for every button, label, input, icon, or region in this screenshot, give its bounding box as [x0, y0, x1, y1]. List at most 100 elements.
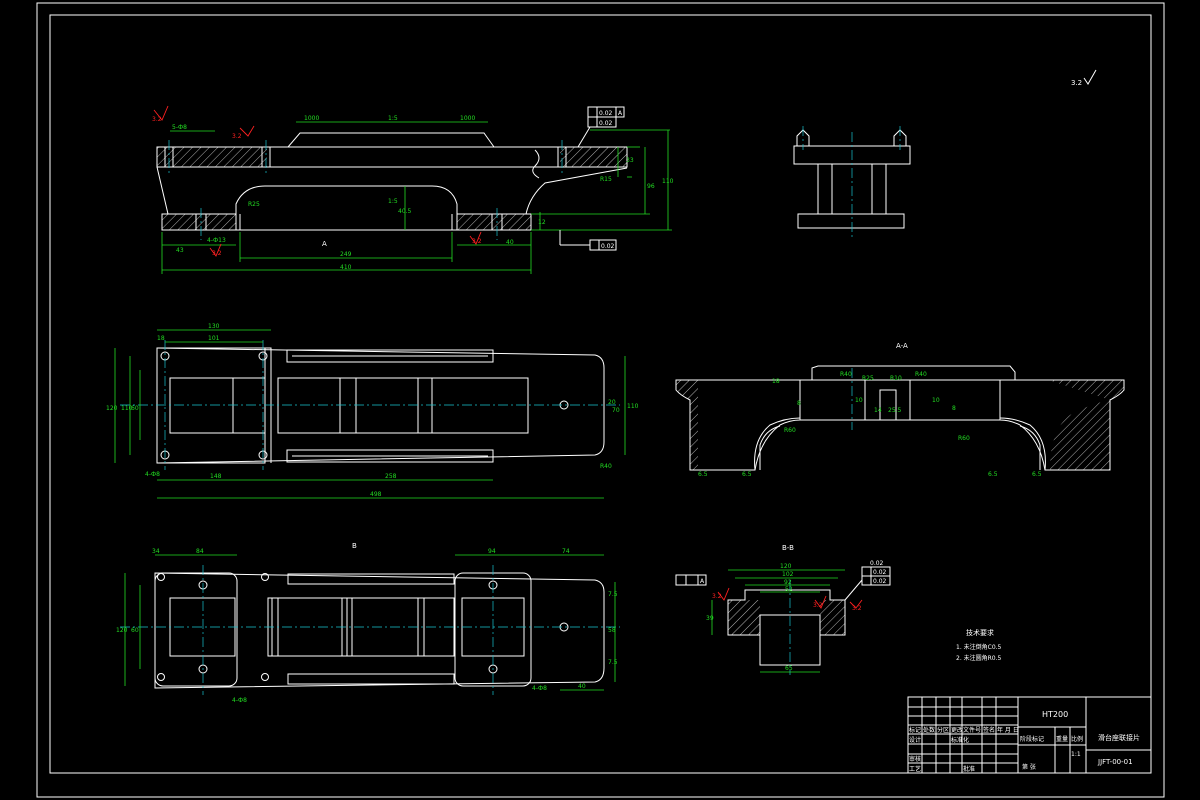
roughness-note-value: 3.2: [1071, 79, 1082, 87]
dim-r60-left: R60: [784, 427, 796, 434]
dim-60-bottom: 60: [131, 627, 139, 634]
gdt-bb-ref: A: [700, 578, 705, 585]
roughness-4: 3.2: [472, 238, 482, 245]
dim-6-5-left: 6.5: [698, 471, 708, 478]
outer-frame: [36, 2, 1165, 798]
dim-r-right: R15: [600, 176, 612, 183]
tb-sign: 签名: [983, 726, 995, 734]
dim-102-bb: 102: [782, 571, 794, 578]
gdt-frame-bb-left: A: [675, 574, 707, 586]
dim-10-right: 10: [932, 397, 940, 404]
tb-weight: 重量: [1056, 735, 1068, 743]
gdt-flat-value: 0.02: [599, 110, 613, 117]
tb-scale-value: 1:1: [1071, 751, 1081, 758]
dim-40: 40: [578, 683, 586, 690]
tb-count: 处数: [923, 726, 935, 734]
dim-120-bb: 120: [780, 563, 792, 570]
notes-heading: 技术要求: [966, 628, 994, 637]
dim-65-bb: 65: [785, 665, 793, 672]
dim-110: 110: [121, 405, 133, 412]
dim-8-left: 8: [797, 400, 801, 407]
bottom-view-label: B: [352, 542, 357, 550]
bottom-view: B 34 84 94 74: [116, 542, 620, 704]
dim-130: 130: [208, 323, 220, 330]
tb-stage: 阶段标记: [1020, 735, 1044, 743]
dim-hole-right: 4-Ф8: [532, 685, 547, 692]
dim-8-right: 8: [952, 405, 956, 412]
bb-roughness-2: 3.2: [813, 602, 823, 609]
dim-mid-small: 1:5: [388, 198, 398, 205]
tb-ratio: 比例: [1071, 735, 1083, 743]
roughness-2: 3.2: [232, 133, 242, 140]
notes-item-2: 2. 未注圆角R0.5: [956, 654, 1002, 662]
dim-34: 34: [152, 548, 160, 555]
dim-upper-mid: 1:5: [388, 115, 398, 122]
dim-110-right: 110: [627, 403, 639, 410]
dim-18: 18: [157, 335, 165, 342]
dim-r25: R25: [862, 375, 874, 382]
notes-item-1: 1. 未注倒角C0.5: [956, 643, 1002, 651]
top-view: 130 101 18 120 110 60 20 70 4-Ф8 148 258…: [106, 323, 639, 499]
section-aa-title: A-A: [896, 342, 908, 350]
dim-top-right: 1000: [460, 115, 475, 122]
dim-75-bottom: 7.5: [608, 659, 618, 666]
bb-roughness-1: 3.2: [712, 593, 722, 600]
dim-right-foot: 40: [506, 239, 514, 246]
bb-roughness-3: 3.2: [852, 605, 862, 612]
dim-overall: 410: [340, 264, 352, 271]
gdt-bb-label: 0.02: [870, 560, 884, 567]
tb-process: 工艺: [909, 765, 921, 773]
dim-39-bb: 39: [706, 615, 714, 622]
general-roughness-note: 3.2: [1071, 69, 1097, 87]
gdt-bottom-value: 0.02: [601, 243, 615, 250]
dim-60: 60: [131, 405, 139, 412]
dim-r60-right: R60: [958, 435, 970, 442]
tb-change: 更改文件号: [951, 726, 981, 734]
section-aa: A-A 18 R40 R40 R25 R10 10 10 8 8 14 25.5…: [675, 342, 1125, 478]
roughness-1: 3.2: [152, 116, 162, 123]
dim-148: 148: [210, 473, 222, 480]
dim-84: 84: [196, 548, 204, 555]
dim-r40-right: R40: [915, 371, 927, 378]
section-bb-title: B-B: [782, 544, 794, 552]
dim-75-top: 7.5: [608, 591, 618, 598]
dim-hole: 4-Ф8: [145, 471, 160, 478]
gdt-par-value: 0.02: [599, 120, 613, 127]
dim-height-mid: 96: [647, 183, 655, 190]
tb-approve: 批准: [963, 765, 975, 773]
dim-52-bb: 52: [785, 586, 793, 593]
dim-r-left: R25: [248, 201, 260, 208]
dim-101: 101: [208, 335, 220, 342]
dim-25-5: 25.5: [888, 407, 902, 414]
dim-10-left: 10: [855, 397, 863, 404]
tb-zone: 分区: [937, 726, 949, 734]
tb-sheet: 第 张: [1022, 763, 1036, 771]
dim-6-5-bl: 6.5: [742, 471, 752, 478]
dim-6-5-right: 6.5: [1032, 471, 1042, 478]
dim-hole-left: 4-Ф8: [232, 697, 247, 704]
dim-r10: R10: [890, 375, 902, 382]
dim-left-foot: 43: [176, 247, 184, 254]
tb-mark: 标记: [909, 726, 921, 734]
dim-right-chamfer: 12: [538, 219, 546, 226]
dim-92-bb: 92: [784, 579, 792, 586]
inner-frame: [49, 14, 1152, 774]
dim-height-total: 110: [662, 178, 674, 185]
dim-120-bottom: 120: [116, 627, 128, 634]
dim-inner: 249: [340, 251, 352, 258]
section-bb: B-B 120 102 92 52 65 39 A 0.02 0.02 0.02: [675, 544, 891, 675]
gdt-bb-flat: 0.02: [873, 578, 887, 585]
dim-bottom-holes: 4-Ф13: [207, 237, 226, 244]
tb-std: 标准化: [951, 736, 969, 744]
dim-6-5-br: 6.5: [988, 471, 998, 478]
gdt-frame-top: 0.02 A 0.02: [577, 106, 625, 148]
dim-r40: R40: [600, 463, 612, 470]
roughness-3: 3.2: [212, 250, 222, 257]
dim-120: 120: [106, 405, 118, 412]
dim-14: 14: [874, 407, 882, 414]
dim-height-small: 33: [626, 157, 634, 164]
dim-r40-left: R40: [840, 371, 852, 378]
dim-20: 20: [608, 399, 616, 406]
gdt-frame-bottom: 0.02: [559, 230, 617, 251]
